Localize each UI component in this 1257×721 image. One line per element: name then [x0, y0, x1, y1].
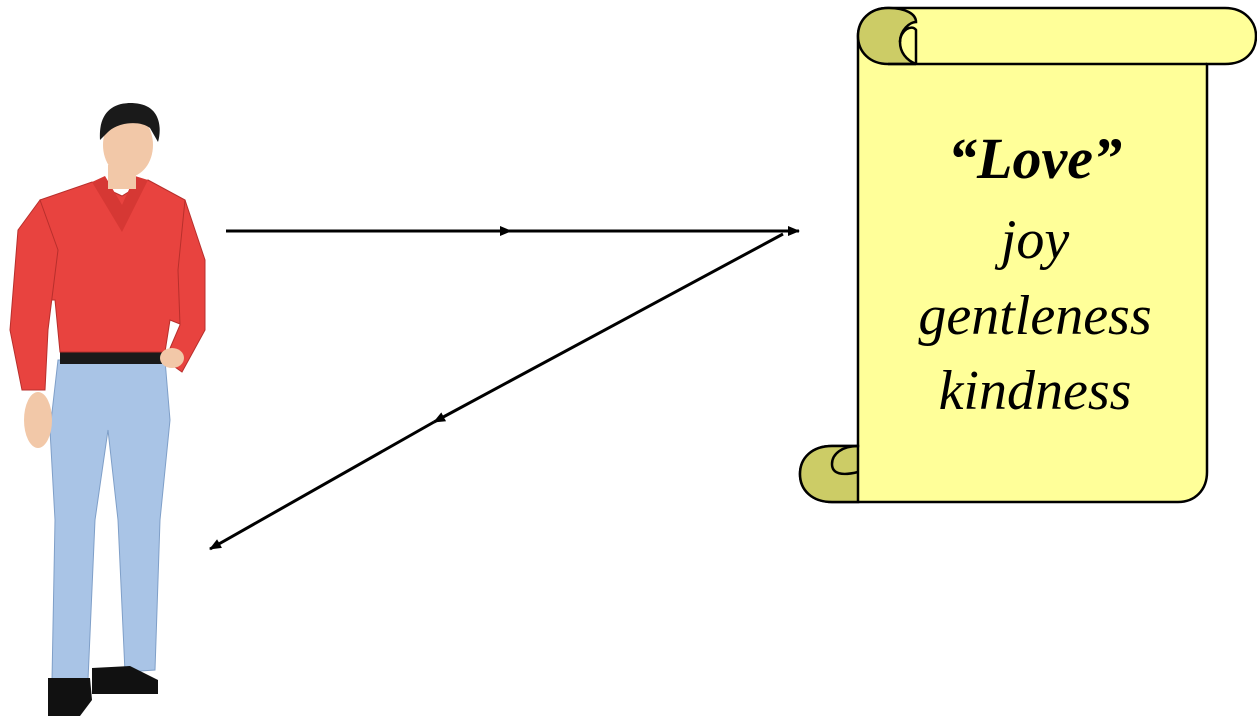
face: [103, 113, 153, 177]
arrow-back-segment-2: [209, 420, 435, 551]
scroll-icon: [798, 6, 1257, 504]
left-shoe: [48, 678, 92, 716]
left-arm: [9, 198, 59, 391]
man-icon: [9, 103, 206, 716]
scroll-title: “Love”: [948, 126, 1122, 191]
scroll-top-curl: [856, 6, 918, 66]
right-shoe: [92, 666, 158, 694]
collar: [92, 176, 148, 232]
left-hand: [24, 392, 52, 448]
hair: [99, 103, 160, 142]
scroll-line-kindness: kindness: [938, 360, 1132, 422]
scroll-bottom-curl: [798, 444, 860, 504]
scroll-line-joy: joy: [1000, 209, 1070, 271]
pants: [49, 359, 171, 681]
arrow-back-segment-1: [433, 232, 784, 424]
scroll-line-gentleness: gentleness: [918, 285, 1152, 347]
right-hand: [160, 348, 184, 368]
